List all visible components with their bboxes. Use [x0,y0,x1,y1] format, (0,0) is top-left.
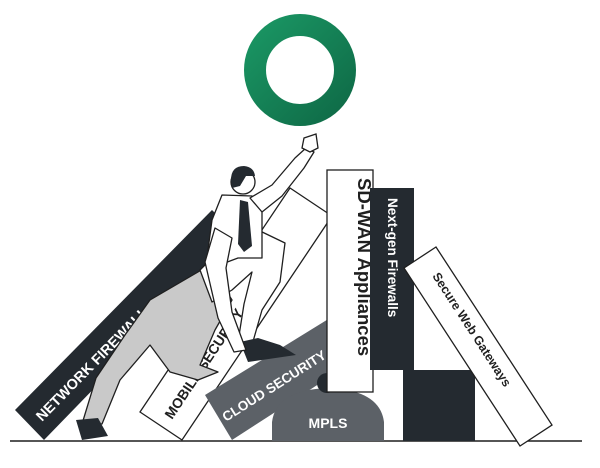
tie [238,200,252,252]
mpls-label: MPLS [309,415,348,431]
nextgen-block: Next-gen Firewalls [370,188,475,441]
dark-base-block [403,370,475,441]
shoe-back [76,418,108,440]
person-figure [76,133,319,440]
nextgen-label: Next-gen Firewalls [385,198,400,317]
hair [231,166,255,188]
sdwan-label: SD-WAN Appliances [354,178,375,356]
shoe-front [240,338,296,362]
sdwan-block: SD-WAN Appliances [326,169,375,393]
hand [301,133,319,153]
green-ring [244,14,356,126]
